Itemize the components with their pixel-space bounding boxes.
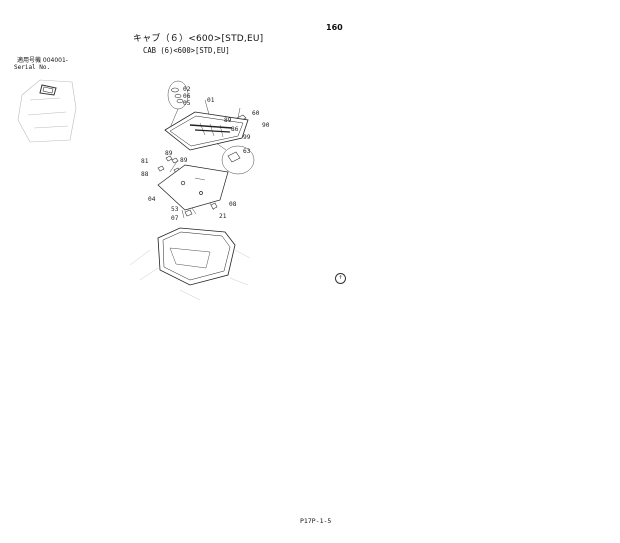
callout-06: 06	[183, 93, 191, 100]
cab-base-frame	[157, 227, 236, 286]
callout-08: 08	[229, 201, 237, 208]
callout-02: 02	[183, 86, 191, 93]
small-parts-lower	[184, 202, 218, 217]
circled-mark-icon: ↑	[335, 273, 346, 284]
roof-panel	[164, 111, 249, 151]
callout-81: 81	[141, 158, 149, 165]
callout-89-mid: 89	[180, 157, 188, 164]
callout-60: 60	[252, 110, 260, 117]
callout-89-left: 89	[165, 150, 173, 157]
title-japanese: キャブ（６）<600>[STD,EU]	[133, 34, 264, 44]
serial-label-japanese: 適用号機 004001-	[17, 57, 68, 64]
title-english: CAB (6)<600>[STD,EU]	[143, 46, 230, 55]
callout-21: 21	[219, 213, 227, 220]
callout-86: 86	[231, 126, 239, 133]
callout-05: 05	[183, 100, 191, 107]
callout-99: 99	[243, 134, 251, 141]
callout-01: 01	[207, 97, 215, 104]
callout-04: 04	[148, 196, 156, 203]
callout-63: 63	[243, 148, 251, 155]
floor-mat	[157, 164, 229, 211]
callout-07: 07	[171, 215, 179, 222]
footer-code: P17P-1-5	[300, 517, 332, 525]
machine-thumbnail	[17, 79, 77, 143]
fastener-parts	[157, 87, 247, 174]
serial-label-english: Serial No.	[14, 64, 51, 71]
cab-base-ghost	[129, 249, 251, 301]
callout-89-upper: 89	[224, 117, 232, 124]
callout-53: 53	[171, 206, 179, 213]
callout-90: 90	[262, 122, 270, 129]
page-number: 160	[326, 23, 343, 32]
callout-88: 88	[141, 171, 149, 178]
